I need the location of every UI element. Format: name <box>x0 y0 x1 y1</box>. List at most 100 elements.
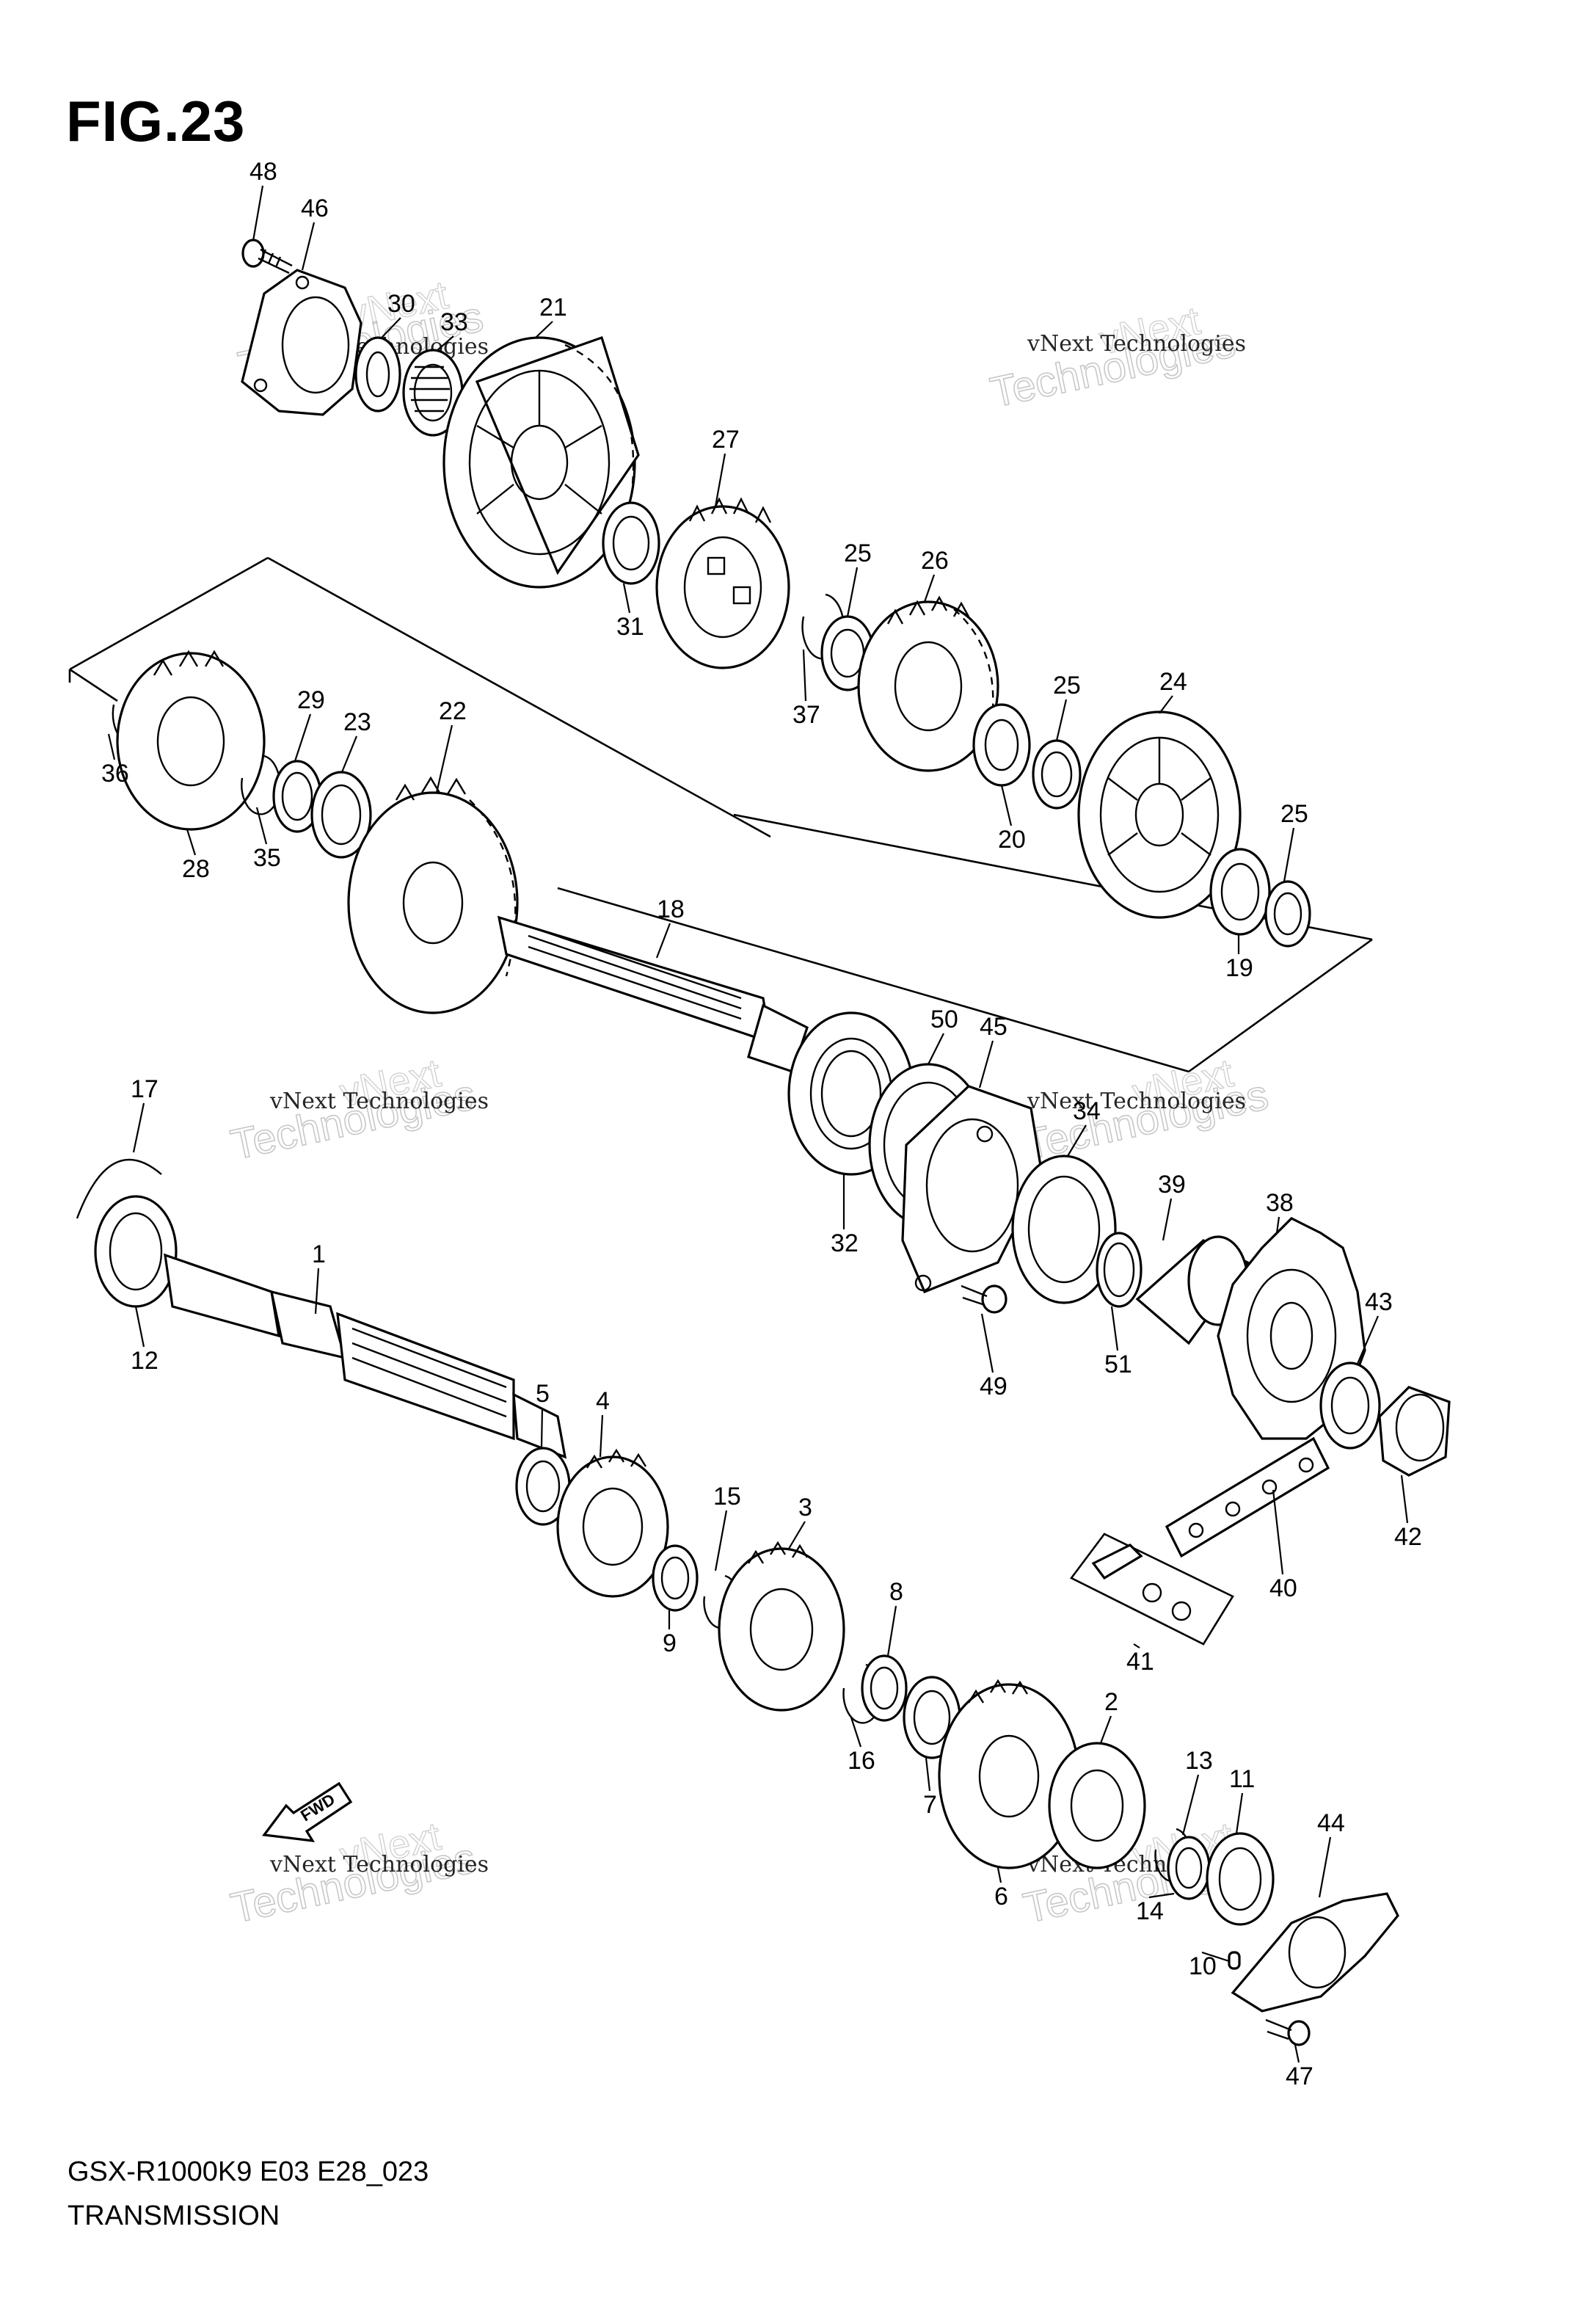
callout-leader-line <box>1148 1892 1175 1899</box>
callout-number: 25 <box>1053 672 1081 699</box>
callout-leader-line <box>1067 1124 1087 1157</box>
callout-number: 44 <box>1317 1809 1345 1837</box>
callout-number: 33 <box>440 308 468 336</box>
part-17-circlip <box>76 1158 162 1219</box>
callout-leader-line <box>846 567 859 617</box>
callout-41: 41 <box>1126 1643 1154 1676</box>
callout-number: 1 <box>312 1240 326 1268</box>
callout-leader-line <box>1235 1792 1244 1834</box>
figure-title: FIG.23 <box>66 89 246 153</box>
callout-50: 50 <box>928 1006 958 1065</box>
callout-13: 13 <box>1181 1747 1213 1836</box>
callout-14: 14 <box>1136 1892 1175 1925</box>
part-46-retainer-plate <box>241 269 362 416</box>
callout-number: 12 <box>131 1347 158 1375</box>
callout-leader-line <box>134 1306 145 1348</box>
callout-leader-line <box>714 1510 728 1571</box>
callout-leader-line <box>252 185 264 241</box>
callout-18: 18 <box>655 895 685 959</box>
callout-6: 6 <box>994 1867 1008 1911</box>
callout-35: 35 <box>253 807 281 872</box>
callout-leader-line <box>535 321 553 338</box>
callout-leader-line <box>886 1605 897 1657</box>
callout-21: 21 <box>535 294 567 338</box>
part-34-oil-seal <box>1011 1155 1117 1304</box>
part-48-screw <box>241 239 293 275</box>
part-3-gear <box>718 1541 845 1712</box>
part-43-washer <box>1319 1362 1381 1450</box>
callout-25c: 25 <box>1280 800 1308 882</box>
callout-42: 42 <box>1394 1475 1422 1551</box>
part-18-countershaft <box>497 915 809 1074</box>
callout-number: 42 <box>1394 1523 1422 1551</box>
callout-leader-line <box>301 222 316 271</box>
callout-leader-line <box>186 829 197 856</box>
callout-47: 47 <box>1286 2044 1313 2090</box>
callout-37: 37 <box>792 649 820 729</box>
callout-number: 7 <box>923 1791 937 1819</box>
callout-leader-line <box>1356 1315 1380 1364</box>
callout-leader-line <box>599 1414 604 1458</box>
callout-leader-line <box>1162 1198 1173 1241</box>
callout-19: 19 <box>1225 934 1253 982</box>
callout-number: 11 <box>1229 1765 1255 1793</box>
callout-25a: 25 <box>844 539 872 617</box>
callout-leader-line <box>1181 1774 1200 1836</box>
callout-number: 26 <box>921 547 949 575</box>
callout-leader-line <box>655 923 671 959</box>
callout-leader-line <box>928 1033 944 1065</box>
callout-number: 16 <box>848 1747 875 1775</box>
callout-number: 37 <box>792 701 820 729</box>
callout-leader-line <box>314 1268 320 1315</box>
callout-leader-line <box>1318 1836 1332 1898</box>
callout-leader-line <box>788 1521 806 1549</box>
watermark-brand: vNext Technologies <box>1027 331 1246 357</box>
callout-leader-line <box>436 335 454 352</box>
part-25-splined-washer <box>1264 880 1311 948</box>
callout-leader-line <box>1000 785 1013 826</box>
callout-leader-line <box>1201 1951 1230 1963</box>
callout-number: 21 <box>539 294 567 321</box>
callout-43: 43 <box>1356 1288 1393 1364</box>
callout-22: 22 <box>435 697 467 793</box>
callout-number: 35 <box>253 844 281 872</box>
callout-leader-line <box>714 453 726 507</box>
callout-27: 27 <box>712 426 740 507</box>
callout-1: 1 <box>312 1240 326 1315</box>
part-11-needle-bearing <box>1206 1832 1275 1926</box>
callout-25b: 25 <box>1053 672 1081 741</box>
callout-leader-line <box>1159 695 1173 714</box>
callout-leader-line <box>980 1313 994 1373</box>
callout-number: 51 <box>1104 1351 1132 1378</box>
part-49-screw <box>961 1284 1007 1314</box>
callout-number: 2 <box>1104 1688 1118 1716</box>
callout-number: 40 <box>1269 1574 1297 1602</box>
callout-number: 25 <box>1280 800 1308 828</box>
part-4-gear <box>556 1448 669 1598</box>
part-51-o-ring <box>1096 1232 1143 1308</box>
callout-number: 13 <box>1185 1747 1213 1775</box>
callout-20: 20 <box>998 785 1026 854</box>
part-24-gear <box>1077 710 1242 919</box>
callout-number: 6 <box>994 1883 1008 1911</box>
section-name: TRANSMISSION <box>68 2200 280 2231</box>
callout-33: 33 <box>436 308 468 352</box>
callout-number: 36 <box>101 760 129 788</box>
callout-leader-line <box>996 1867 1002 1883</box>
callout-number: 34 <box>1073 1097 1101 1125</box>
callout-number: 24 <box>1159 668 1187 696</box>
callout-leader-line <box>294 713 312 762</box>
callout-number: 20 <box>998 826 1026 854</box>
callout-leader-line <box>1099 1715 1112 1744</box>
callout-30: 30 <box>381 290 415 338</box>
callout-number: 38 <box>1266 1189 1294 1217</box>
callout-leader-line <box>1110 1306 1119 1351</box>
part-22-gear <box>347 776 519 1014</box>
callout-9: 9 <box>663 1610 677 1657</box>
part-8-splined-washer <box>861 1654 908 1722</box>
callout-number: 3 <box>798 1494 812 1522</box>
callout-leader-line <box>1133 1643 1140 1648</box>
callout-leader-line <box>435 724 453 793</box>
callout-number: 29 <box>297 686 325 714</box>
